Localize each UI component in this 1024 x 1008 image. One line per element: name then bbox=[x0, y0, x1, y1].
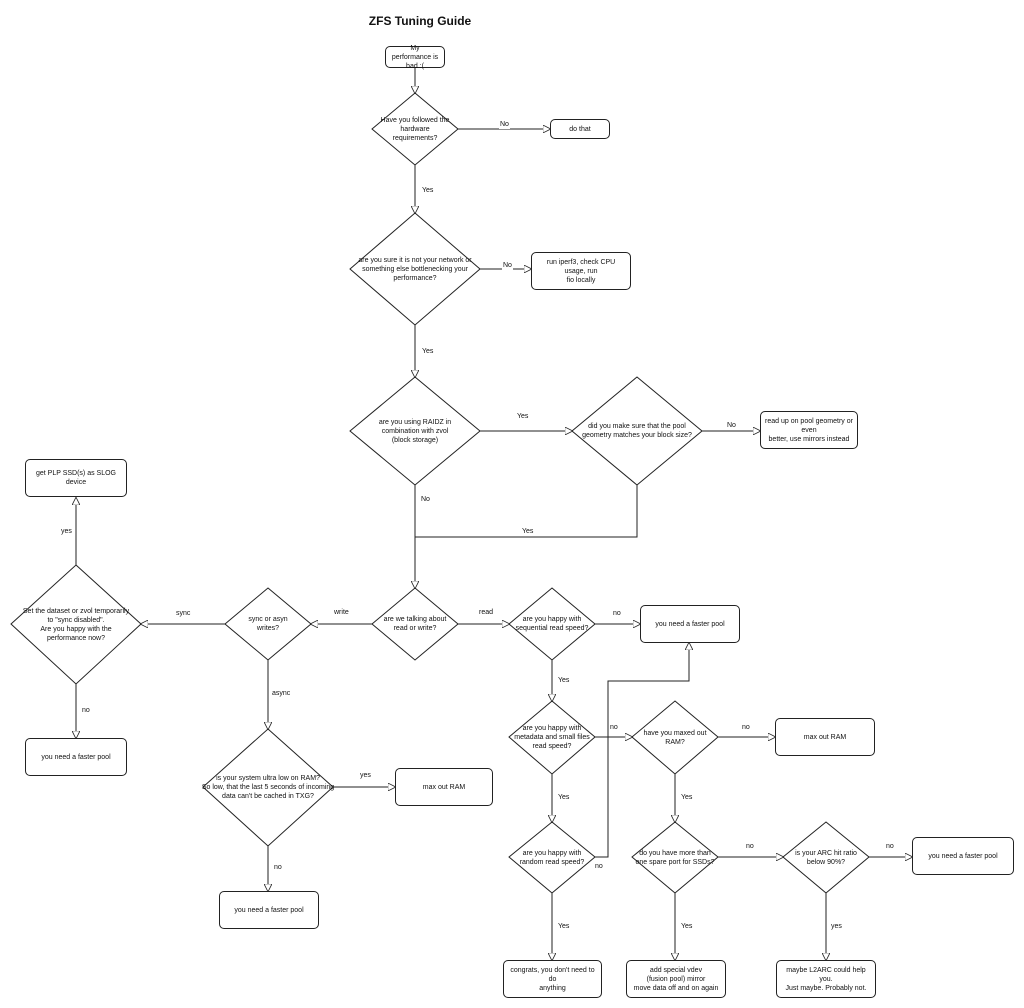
label-arc-yes: yes bbox=[830, 923, 843, 931]
node-q-network-text: are you sure it is not your network or s… bbox=[358, 256, 472, 282]
node-faster-pool-right: you need a faster pool bbox=[912, 837, 1014, 875]
node-do-that: do that bbox=[550, 119, 610, 139]
label-random-yes: Yes bbox=[557, 923, 571, 931]
node-q-metadata: are you happy with metadata and small fi… bbox=[504, 701, 600, 774]
label-raidz-yes: Yes bbox=[516, 413, 530, 421]
node-q-sync-disabled-text: Set the dataset or zvol temporarily to "… bbox=[22, 607, 130, 642]
node-q-raidz: are you using RAIDZ in combination with … bbox=[350, 377, 480, 485]
edge-geometry-yes bbox=[415, 485, 638, 538]
node-q-readwrite-text: are we talking about read or write? bbox=[383, 616, 447, 632]
label-spare-no: no bbox=[745, 843, 755, 851]
node-q-seq-read-text: are you happy with sequential read speed… bbox=[515, 616, 589, 632]
node-q-ultralow-ram: is your system ultra low on RAM? So low,… bbox=[193, 729, 343, 846]
node-special-vdev-text: add special vdev (fusion pool) mirror mo… bbox=[633, 966, 719, 992]
node-q-arc-ratio-text: is your ARC hit ratio below 90%? bbox=[795, 849, 857, 866]
node-q-geometry: did you make sure that the pool geometry… bbox=[567, 377, 707, 485]
node-l2arc-text: maybe L2ARC could help you. Just maybe. … bbox=[785, 966, 867, 992]
node-faster-pool-bottom-text: you need a faster pool bbox=[234, 906, 304, 914]
label-random-no: no bbox=[594, 863, 604, 871]
node-q-raidz-text: are you using RAIDZ in combination with … bbox=[378, 418, 452, 444]
node-read-geometry-text: read up on pool geometry or even better,… bbox=[765, 417, 853, 443]
node-start-text: My performance is bad :( bbox=[391, 44, 439, 70]
node-q-metadata-text: are you happy with metadata and small fi… bbox=[514, 725, 590, 750]
node-max-ram-left: max out RAM bbox=[395, 768, 493, 806]
node-q-arc-ratio: is your ARC hit ratio below 90%? bbox=[783, 822, 869, 893]
node-faster-pool-bottom: you need a faster pool bbox=[219, 891, 319, 929]
node-q-sync: sync or asyn writes? bbox=[225, 588, 311, 660]
node-q-maxed-ram: have you maxed out RAM? bbox=[632, 701, 718, 774]
node-q-readwrite: are we talking about read or write? bbox=[372, 588, 458, 660]
label-syncdis-yes: yes bbox=[60, 528, 73, 536]
label-seq-yes: Yes bbox=[557, 677, 571, 685]
node-q-maxed-ram-text: have you maxed out RAM? bbox=[643, 729, 707, 746]
label-hardware-no: No bbox=[499, 121, 510, 129]
label-ultralow-no: no bbox=[273, 864, 283, 872]
node-run-iperf-text: run iperf3, check CPU usage, run fio loc… bbox=[546, 258, 616, 284]
node-faster-pool-left: you need a faster pool bbox=[25, 738, 127, 776]
node-faster-pool-top-text: you need a faster pool bbox=[655, 620, 725, 628]
node-q-hardware: Have you followed the hardware requireme… bbox=[372, 93, 458, 165]
node-q-geometry-text: did you make sure that the pool geometry… bbox=[582, 423, 692, 439]
label-syncdis-no: no bbox=[81, 707, 91, 715]
label-ultralow-yes: yes bbox=[359, 772, 372, 780]
node-q-sync-text: sync or asyn writes? bbox=[248, 616, 288, 632]
label-arc-no: no bbox=[885, 843, 895, 851]
label-maxed-no: no bbox=[741, 724, 751, 732]
label-raidz-no: No bbox=[420, 496, 431, 504]
label-geometry-no: No bbox=[726, 422, 737, 430]
node-q-random-read: are you happy with random read speed? bbox=[504, 822, 600, 893]
node-q-hardware-text: Have you followed the hardware requireme… bbox=[380, 116, 450, 142]
node-faster-pool-top: you need a faster pool bbox=[640, 605, 740, 643]
node-special-vdev: add special vdev (fusion pool) mirror mo… bbox=[626, 960, 726, 998]
node-congrats-text: congrats, you don't need to do anything bbox=[510, 966, 595, 992]
node-l2arc: maybe L2ARC could help you. Just maybe. … bbox=[776, 960, 876, 998]
label-hardware-yes: Yes bbox=[421, 187, 435, 195]
diagram-title: ZFS Tuning Guide bbox=[368, 14, 472, 28]
node-q-seq-read: are you happy with sequential read speed… bbox=[504, 588, 600, 660]
label-network-yes: Yes bbox=[421, 348, 435, 356]
label-meta-yes: Yes bbox=[557, 794, 571, 802]
node-q-random-read-text: are you happy with random read speed? bbox=[519, 849, 585, 866]
label-sync-sync: sync bbox=[175, 610, 192, 618]
node-q-spare-port-text: do you have more than one spare port for… bbox=[635, 849, 715, 866]
edge-random-no bbox=[595, 643, 689, 858]
label-spare-yes: Yes bbox=[680, 923, 694, 931]
node-plp-ssd: get PLP SSD(s) as SLOG device bbox=[25, 459, 127, 497]
node-read-geometry: read up on pool geometry or even better,… bbox=[760, 411, 858, 449]
node-faster-pool-right-text: you need a faster pool bbox=[928, 852, 998, 860]
node-congrats: congrats, you don't need to do anything bbox=[503, 960, 602, 998]
node-q-ultralow-ram-text: is your system ultra low on RAM? So low,… bbox=[201, 775, 335, 800]
node-max-ram-right: max out RAM bbox=[775, 718, 875, 756]
label-seq-no: no bbox=[612, 610, 622, 618]
label-meta-no: no bbox=[609, 724, 619, 732]
label-rw-write: write bbox=[333, 609, 350, 617]
node-run-iperf: run iperf3, check CPU usage, run fio loc… bbox=[531, 252, 631, 290]
node-max-ram-right-text: max out RAM bbox=[803, 733, 847, 741]
diamond-readwrite bbox=[371, 587, 459, 661]
node-faster-pool-left-text: you need a faster pool bbox=[41, 753, 111, 761]
node-q-network: are you sure it is not your network or s… bbox=[340, 213, 490, 325]
node-max-ram-left-text: max out RAM bbox=[422, 783, 466, 791]
node-q-sync-disabled: Set the dataset or zvol temporarily to "… bbox=[6, 565, 146, 684]
label-sync-async: async bbox=[271, 690, 292, 698]
node-plp-ssd-text: get PLP SSD(s) as SLOG device bbox=[35, 470, 116, 486]
node-q-spare-port: do you have more than one spare port for… bbox=[627, 822, 723, 893]
label-rw-read: read bbox=[478, 609, 495, 617]
label-geometry-yes: Yes bbox=[521, 528, 535, 536]
node-start: My performance is bad :( bbox=[385, 44, 445, 70]
label-network-no: No bbox=[502, 262, 513, 270]
label-maxed-yes: Yes bbox=[680, 794, 694, 802]
node-do-that-text: do that bbox=[569, 125, 591, 133]
